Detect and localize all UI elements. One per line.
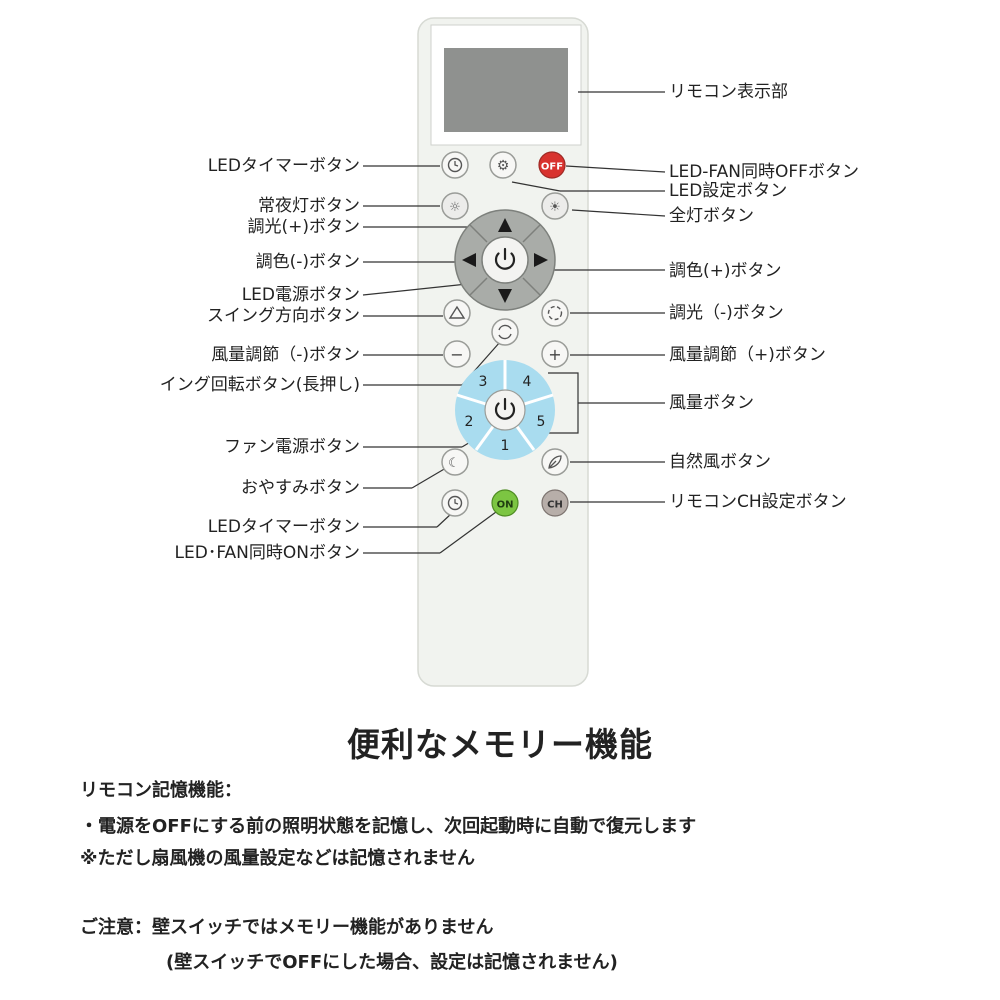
sun-icon: ☀ bbox=[549, 200, 561, 215]
memory-line-2: ※ただし扇風機の風量設定などは記憶されません bbox=[80, 848, 475, 869]
label-led-setting: LED設定ボタン bbox=[669, 181, 788, 201]
label-color-minus: 調色(-)ボタン bbox=[255, 252, 360, 272]
fan-power-button[interactable] bbox=[494, 397, 516, 420]
dim-plus-arrow-up[interactable] bbox=[498, 218, 512, 232]
ch-button-label: CH bbox=[547, 500, 563, 511]
fan-plus-button[interactable]: + bbox=[541, 340, 569, 368]
fan-minus-button[interactable]: − bbox=[443, 340, 471, 368]
label-fan-speed: 風量ボタン bbox=[669, 393, 754, 413]
plus-label: + bbox=[548, 345, 561, 364]
label-led-power: LED電源ボタン bbox=[241, 285, 360, 305]
caution-line-2: (壁スイッチでOFFにした場合、設定は記憶されません) bbox=[166, 952, 618, 973]
clock-icon bbox=[447, 157, 463, 173]
color-plus-arrow-right[interactable] bbox=[534, 253, 548, 267]
gear-icon: ⚙ bbox=[497, 158, 510, 174]
fan-speed-2-button[interactable]: 2 bbox=[465, 414, 474, 430]
power-icon bbox=[494, 402, 516, 420]
label-color-plus: 調色(+)ボタン bbox=[669, 261, 782, 281]
label-night-light: 常夜灯ボタン bbox=[258, 196, 360, 216]
label-off-both: LED-FAN同時OFFボタン bbox=[669, 162, 859, 182]
label-dim-minus: 調光（-)ボタン bbox=[669, 303, 784, 323]
led-timer-button-top[interactable] bbox=[441, 151, 469, 179]
label-fan-power: ファン電源ボタン bbox=[224, 437, 360, 457]
on-both-button[interactable]: ON bbox=[491, 489, 519, 517]
off-both-button[interactable]: OFF bbox=[538, 151, 566, 179]
swing-direction-button[interactable] bbox=[443, 299, 471, 327]
ch-setting-button[interactable]: CH bbox=[541, 489, 569, 517]
caution-line: ご注意：壁スイッチではメモリー機能がありません bbox=[80, 917, 494, 938]
on-button-label: ON bbox=[497, 500, 514, 511]
label-all-light: 全灯ボタン bbox=[669, 206, 754, 226]
dim-minus-arrow-down[interactable] bbox=[498, 289, 512, 303]
clock-icon bbox=[447, 495, 463, 511]
label-led-timer-bottom: LEDタイマーボタン bbox=[207, 517, 360, 537]
fan-speed-3-button[interactable]: 3 bbox=[479, 374, 488, 390]
label-swing-rotate: イング回転ボタン(長押し) bbox=[159, 375, 360, 395]
natural-wind-button[interactable] bbox=[541, 448, 569, 476]
fan-speed-4-button[interactable]: 4 bbox=[523, 374, 532, 390]
night-light-button[interactable]: ☼ bbox=[441, 192, 469, 220]
label-natural-wind: 自然風ボタン bbox=[669, 452, 771, 472]
fan-speed-5-button[interactable]: 5 bbox=[537, 414, 546, 430]
remote-body bbox=[417, 17, 589, 687]
leader-lines bbox=[362, 91, 666, 554]
label-dim-plus: 調光(+)ボタン bbox=[247, 217, 360, 237]
swing-rotate-button[interactable] bbox=[491, 318, 519, 346]
dim-minus-button[interactable] bbox=[541, 299, 569, 327]
label-ch-setting: リモコンCH設定ボタン bbox=[669, 492, 847, 512]
page-title: 便利なメモリー機能 bbox=[347, 725, 653, 764]
power-icon bbox=[494, 252, 516, 270]
led-setting-button[interactable]: ⚙ bbox=[489, 151, 517, 179]
label-fan-plus: 風量調節（+)ボタン bbox=[669, 345, 826, 365]
label-on-both: LED･FAN同時ONボタン bbox=[174, 543, 360, 563]
all-light-button[interactable]: ☀ bbox=[541, 192, 569, 220]
sleep-button[interactable]: ☾ bbox=[441, 448, 469, 476]
remote-diagram: ⚙ OFF ☼ ☀ − bbox=[362, 17, 666, 687]
memory-line-1: ・電源をOFFにする前の照明状態を記憶し、次回起動時に自動で復元します bbox=[80, 816, 697, 837]
led-power-button[interactable] bbox=[494, 247, 516, 270]
label-sleep: おやすみボタン bbox=[241, 478, 360, 498]
label-led-timer-top: LEDタイマーボタン bbox=[207, 156, 360, 176]
label-fan-minus: 風量調節（-)ボタン bbox=[211, 345, 360, 365]
triangle-icon bbox=[448, 305, 466, 319]
off-button-label: OFF bbox=[541, 162, 563, 173]
leaf-icon bbox=[548, 455, 562, 469]
fan-speed-1-button[interactable]: 1 bbox=[501, 438, 510, 454]
memory-heading: リモコン記憶機能： bbox=[80, 780, 242, 801]
remote-display-screen bbox=[444, 48, 568, 132]
rotate-icon bbox=[498, 324, 512, 340]
label-swing-direction: スイング方向ボタン bbox=[207, 306, 360, 326]
dashed-circle-icon bbox=[547, 305, 563, 321]
night-light-icon: ☼ bbox=[449, 200, 461, 215]
led-timer-button-bottom[interactable] bbox=[441, 489, 469, 517]
minus-label: − bbox=[450, 345, 463, 364]
moon-icon: ☾ bbox=[448, 456, 460, 471]
color-minus-arrow-left[interactable] bbox=[462, 253, 476, 267]
label-display: リモコン表示部 bbox=[669, 82, 788, 102]
